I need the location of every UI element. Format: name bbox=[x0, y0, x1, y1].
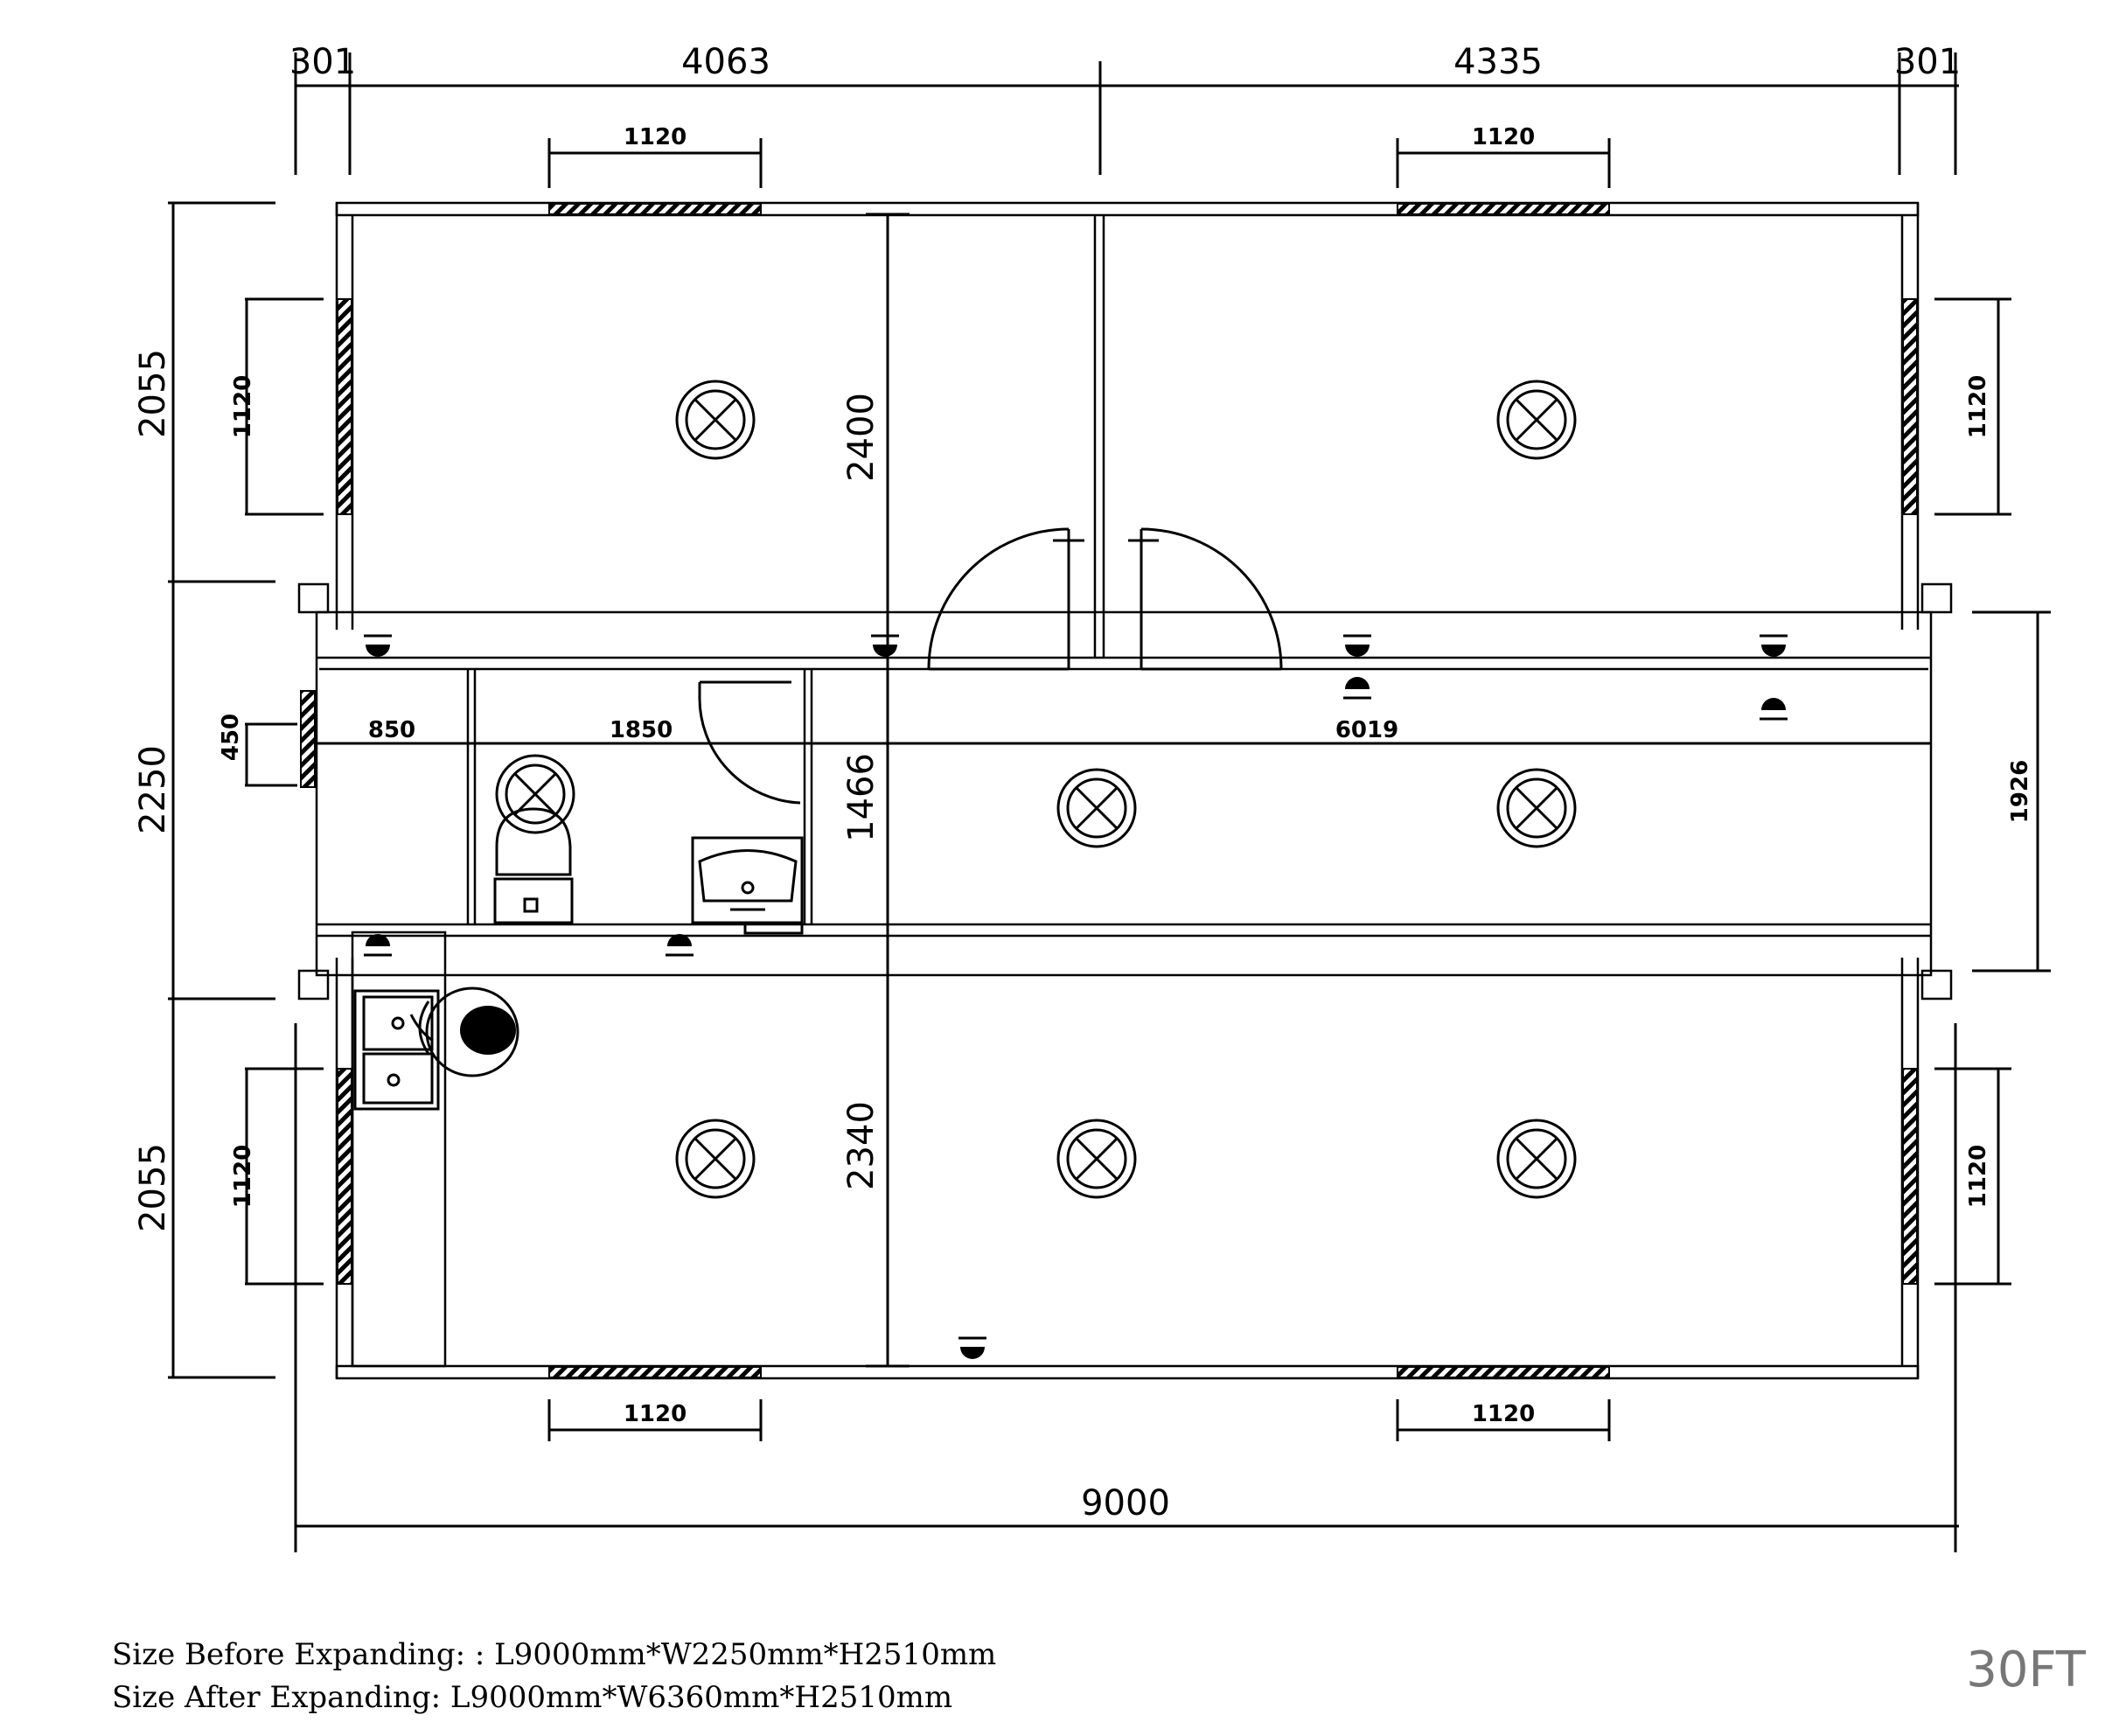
walls bbox=[297, 201, 1953, 1380]
dim-top-2: 4063 bbox=[681, 42, 770, 82]
window-right-lower-dim: 1120 bbox=[1965, 1145, 1991, 1208]
dim-left-1: 2055 bbox=[133, 349, 173, 438]
window-bottom-right-dim: 1120 bbox=[1472, 1401, 1535, 1427]
dimension-lines bbox=[168, 52, 2051, 1552]
wall-socket-icon bbox=[364, 934, 392, 957]
dim-top-1: 301 bbox=[289, 42, 356, 82]
note-before-expanding: Size Before Expanding: : L9000mm*W2250mm… bbox=[112, 1637, 996, 1672]
ceiling-light-icon bbox=[1056, 1119, 1137, 1199]
wall-socket-icon bbox=[1343, 677, 1371, 700]
window-top-right-dim: 1120 bbox=[1472, 124, 1535, 150]
doors bbox=[698, 527, 1283, 805]
dim-right-1926: 1926 bbox=[2007, 760, 2033, 823]
ceiling-light-icon bbox=[1496, 768, 1577, 848]
dim-left-2: 2250 bbox=[133, 745, 173, 834]
window-left-upper-dim: 1120 bbox=[230, 375, 256, 438]
dim-room-lower: 2340 bbox=[841, 1101, 882, 1190]
dim-left-3: 2055 bbox=[133, 1143, 173, 1232]
dim-top-3: 4335 bbox=[1453, 42, 1543, 82]
kitchen-sink bbox=[353, 989, 440, 1111]
dim-total-length: 9000 bbox=[1081, 1483, 1170, 1523]
wall-socket-icon bbox=[871, 634, 899, 657]
dim-corridor-c: 6019 bbox=[1335, 717, 1398, 743]
wall-socket-icon bbox=[958, 1336, 986, 1359]
windows bbox=[300, 203, 1918, 1378]
dim-corridor-a: 850 bbox=[368, 717, 415, 743]
ceiling-lights bbox=[495, 380, 1577, 1199]
dimension-labels: 301 4063 4335 301 1120 1120 1120 1120 20… bbox=[133, 42, 2033, 1523]
dim-room-upper: 2400 bbox=[841, 393, 882, 482]
dim-top-4: 301 bbox=[1894, 42, 1961, 82]
note-after-expanding: Size After Expanding: L9000mm*W6360mm*H2… bbox=[112, 1680, 952, 1715]
window-bottom-left-dim: 1120 bbox=[624, 1401, 687, 1427]
ceiling-light-icon bbox=[1496, 1119, 1577, 1199]
ceiling-light-icon bbox=[1496, 380, 1577, 460]
ceiling-light-icon bbox=[675, 1119, 756, 1199]
ceiling-light-icon bbox=[1056, 768, 1137, 848]
electrical-outlets bbox=[364, 634, 1788, 1359]
wall-socket-icon bbox=[364, 634, 392, 657]
window-right-upper-dim: 1120 bbox=[1965, 375, 1991, 438]
wall-socket-icon bbox=[666, 934, 694, 957]
dim-bath: 1466 bbox=[841, 753, 882, 842]
ceiling-light-icon bbox=[495, 754, 575, 834]
wall-socket-icon bbox=[1343, 634, 1371, 657]
model-tag: 30FT bbox=[1966, 1642, 2086, 1698]
window-left-lower-dim: 1120 bbox=[230, 1145, 256, 1208]
dim-side-window: 450 bbox=[218, 714, 244, 761]
person-figure bbox=[418, 987, 519, 1077]
window-top-left-dim: 1120 bbox=[624, 124, 687, 150]
wall-socket-icon bbox=[1760, 634, 1788, 657]
bathroom-fixtures bbox=[493, 807, 804, 935]
wall-socket-icon bbox=[1760, 698, 1788, 721]
ceiling-light-icon bbox=[675, 380, 756, 460]
dim-corridor-b: 1850 bbox=[610, 717, 673, 743]
